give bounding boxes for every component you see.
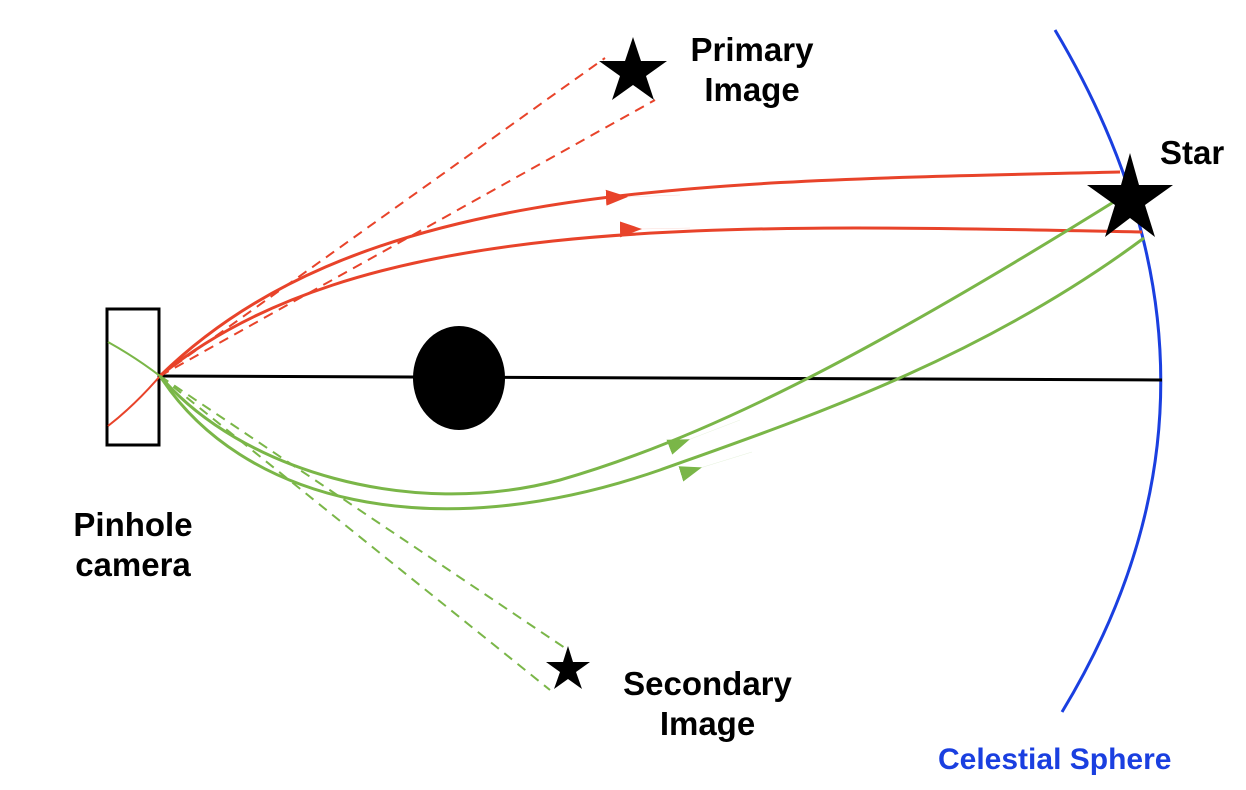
secondary-ray-1: [158, 196, 1121, 496]
pinhole-camera-box: [105, 307, 161, 447]
secondary-ray-2-arrow: [678, 451, 753, 482]
secondary-image-star-icon: [546, 646, 590, 689]
star-label: Star: [1160, 134, 1225, 171]
optical-axis: [159, 374, 1163, 382]
primary-ray-2-arrow: [619, 221, 691, 238]
primary-image-label-line2: Image: [704, 71, 800, 108]
primary-image-label: Primary Image: [672, 30, 832, 110]
primary-projection-dashed-1: [159, 57, 606, 377]
secondary-projection-dashed-2: [159, 375, 551, 691]
celestial-sphere-label: Celestial Sphere: [938, 743, 1172, 776]
secondary-ray-2: [158, 236, 1145, 511]
celestial-sphere-arc: [1053, 29, 1163, 713]
primary-image-label-line1: Primary: [690, 31, 814, 68]
pinhole-camera-label-line2: camera: [75, 546, 191, 583]
secondary-image-label-line1: Secondary: [623, 665, 792, 702]
secondary-ray-pre-camera: [107, 341, 161, 377]
secondary-projection-dashed-1: [159, 375, 566, 649]
lensing-mass: [413, 326, 505, 430]
primary-image-star-icon: [599, 37, 667, 100]
secondary-image-label: Secondary Image: [600, 664, 815, 744]
primary-projection-dashed-2: [159, 99, 656, 377]
primary-ray-pre-camera: [107, 375, 161, 427]
pinhole-camera-label: Pinhole camera: [58, 505, 208, 585]
primary-ray-1-arrow: [605, 189, 681, 206]
star-icon: [1087, 153, 1173, 237]
secondary-image-label-line2: Image: [659, 705, 756, 742]
pinhole-camera-label-line1: Pinhole: [73, 506, 193, 543]
primary-ray-1: [158, 170, 1121, 378]
secondary-ray-1-arrow: [666, 419, 741, 455]
primary-ray-2: [159, 226, 1143, 378]
